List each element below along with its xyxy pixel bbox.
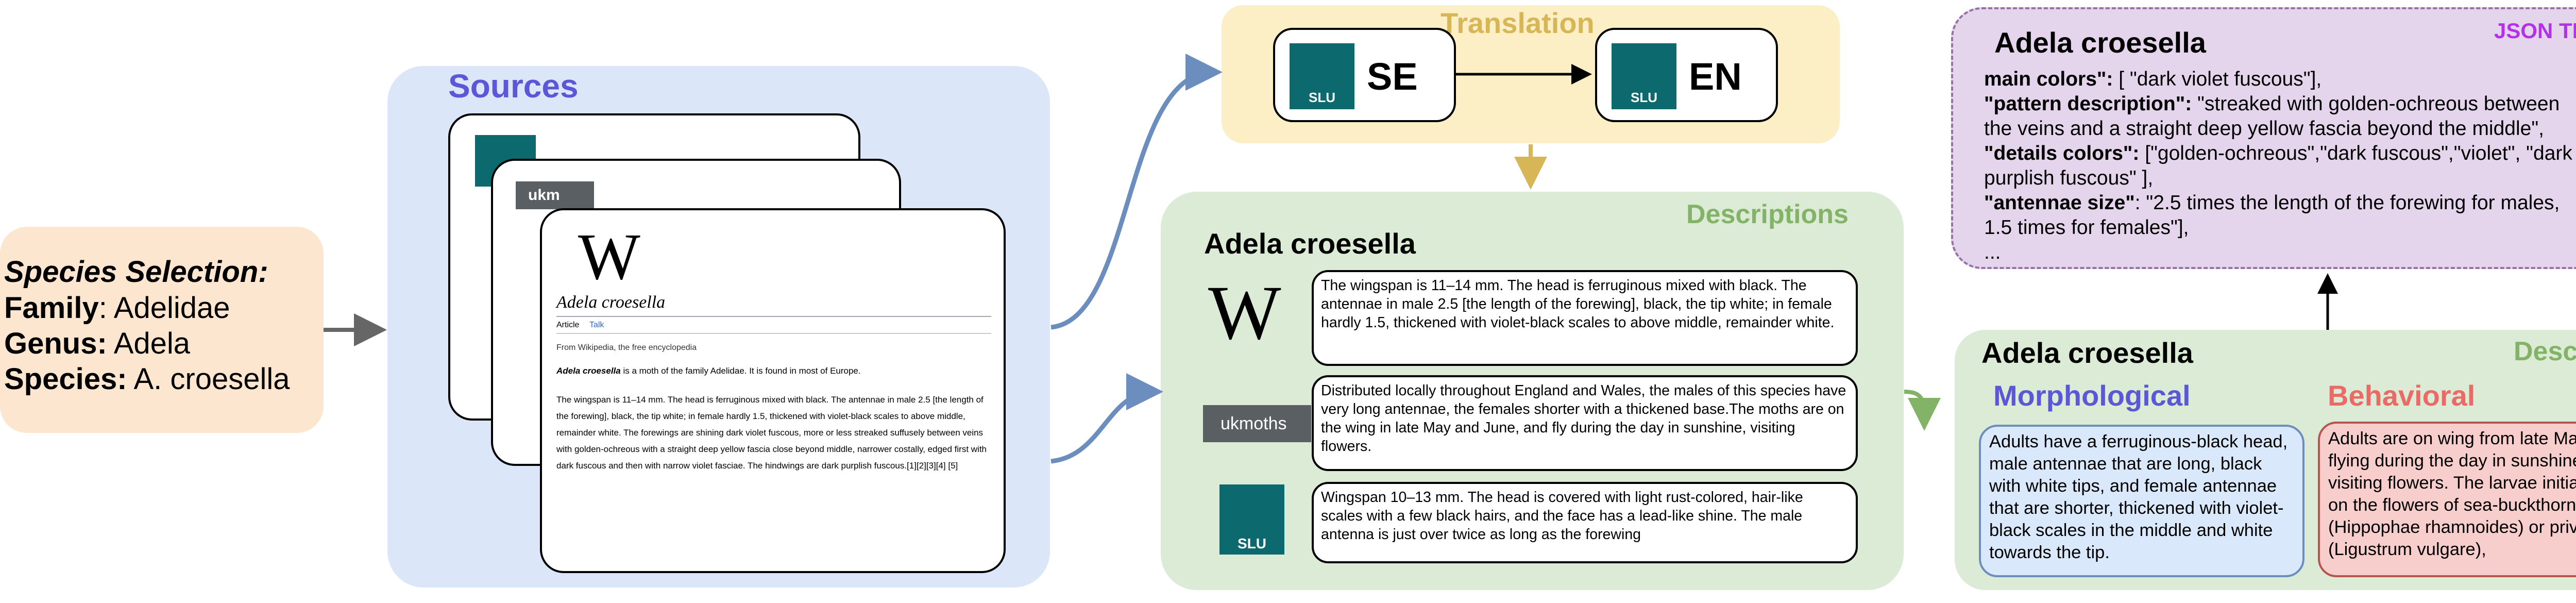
ukmoths-logo-icon: ukmoths: [1203, 405, 1311, 442]
family-row: Family: Adelidae: [4, 291, 230, 325]
json-line: the veins and a straight deep yellow fas…: [1984, 116, 2544, 141]
descriptions-title: Descriptions: [2514, 337, 2576, 366]
wiki-from-line: From Wikipedia, the free encyclopedia: [556, 343, 697, 352]
species-heading: Adela croesella: [1994, 26, 2206, 59]
source-language-label: SE: [1367, 55, 1418, 98]
json-key: "antennae size": [1984, 192, 2135, 214]
slu-logo-icon: SLU: [1219, 484, 1284, 555]
json-key: main colors":: [1984, 68, 2113, 90]
slu-logo-icon: SLU: [1612, 43, 1676, 109]
species-row: Species: A. croesella: [4, 362, 290, 396]
json-line: "pattern description": "streaked with go…: [1984, 92, 2560, 116]
species-heading: Adela croesella: [1204, 227, 1416, 260]
json-value: ...: [1984, 241, 2001, 263]
ukmoths-description: Distributed locally throughout England a…: [1312, 375, 1858, 471]
behavioral-description: Adults are on wing from late May to June…: [2318, 422, 2576, 577]
target-language-label: EN: [1689, 55, 1742, 98]
json-traits-badge: JSON TRAITS: [2494, 19, 2576, 43]
json-value: : "2.5 times the length of the forewing …: [2134, 192, 2560, 214]
descriptions-title: Descriptions: [1686, 199, 1849, 229]
json-value: "streaked with golden-ochreous between: [2192, 93, 2560, 115]
wiki-tab-talk[interactable]: Talk: [589, 321, 604, 329]
species-selection-box: Species Selection: Family: Adelidae Genu…: [0, 227, 324, 433]
translation-title: Translation: [1440, 7, 1595, 39]
wikipedia-logo-icon: W: [1208, 270, 1281, 356]
source-language-box: SLU SE: [1273, 28, 1456, 122]
json-value: purplish fuscous" ],: [1984, 167, 2154, 189]
json-value: ["golden-ochreous","dark fuscous","viole…: [2139, 142, 2572, 164]
family-label: Family: [4, 291, 99, 325]
wikipedia-source-card: W Adela croesella Article Talk From Wiki…: [540, 208, 1006, 573]
sources-to-translation-arrow: [1050, 54, 1223, 330]
wiki-intro-rest: is a moth of the family Adelidae. It is …: [620, 366, 861, 376]
json-line: 1.5 times for females"],: [1984, 215, 2189, 240]
slu-logo-icon: SLU: [1290, 43, 1354, 109]
json-traits-panel: JSON TRAITS Adela croesella main colors"…: [1951, 7, 2576, 269]
wiki-title-divider: [556, 316, 991, 317]
wiki-tab-article[interactable]: Article: [556, 321, 580, 329]
descriptions-to-traits-arrow: [1904, 390, 1941, 431]
sources-panel: Sources ukm W Adela croesella Article Ta…: [387, 66, 1050, 588]
wikipedia-description: The wingspan is 11–14 mm. The head is fe…: [1312, 270, 1858, 366]
json-line: ...: [1984, 240, 2001, 265]
json-value: the veins and a straight deep yellow fas…: [1984, 118, 2545, 140]
descriptions-panel-right: Descriptions Adela croesella Morphologic…: [1955, 330, 2576, 590]
sources-to-descriptions-arrow: [1050, 373, 1163, 464]
target-language-box: SLU EN: [1595, 28, 1778, 122]
json-line: purplish fuscous" ],: [1984, 166, 2153, 191]
family-value: : Adelidae: [98, 291, 230, 325]
wiki-tabs-divider: [556, 333, 991, 334]
slu-description: Wingspan 10–13 mm. The head is covered w…: [1312, 482, 1858, 563]
species-value: A. croesella: [127, 362, 290, 396]
morphological-title: Morphological: [1993, 379, 2191, 412]
genus-label: Genus:: [4, 327, 107, 360]
sources-title: Sources: [448, 68, 579, 105]
wikipedia-logo-icon: W: [578, 220, 640, 293]
wiki-article-title: Adela croesella: [556, 293, 666, 312]
json-value: [ "dark violet fuscous"],: [2113, 68, 2322, 90]
json-value: 1.5 times for females"],: [1984, 216, 2189, 239]
genus-row: Genus: Adela: [4, 327, 190, 361]
behavioral-title: Behavioral: [2328, 379, 2476, 412]
morphological-description: Adults have a ferruginous-black head, ma…: [1979, 425, 2304, 577]
species-label: Species:: [4, 362, 127, 396]
wiki-intro-bold: Adela croesella: [556, 366, 621, 376]
json-line: main colors": [ "dark violet fuscous"],: [1984, 67, 2321, 92]
json-line: "antennae size": "2.5 times the length o…: [1984, 191, 2560, 215]
json-key: "details colors":: [1984, 142, 2140, 164]
ukmoths-logo-icon: ukm: [516, 181, 594, 209]
species-selection-heading: Species Selection:: [4, 255, 268, 289]
json-line: "details colors": ["golden-ochreous","da…: [1984, 141, 2572, 166]
json-key: "pattern description":: [1984, 93, 2192, 115]
wiki-body-text: The wingspan is 11–14 mm. The head is fe…: [556, 395, 987, 471]
wiki-intro: Adela croesella is a moth of the family …: [556, 365, 991, 377]
descriptions-panel-middle: Descriptions Adela croesella W The wings…: [1161, 192, 1904, 590]
species-heading: Adela croesella: [1981, 337, 2193, 369]
genus-value: Adela: [107, 327, 191, 360]
